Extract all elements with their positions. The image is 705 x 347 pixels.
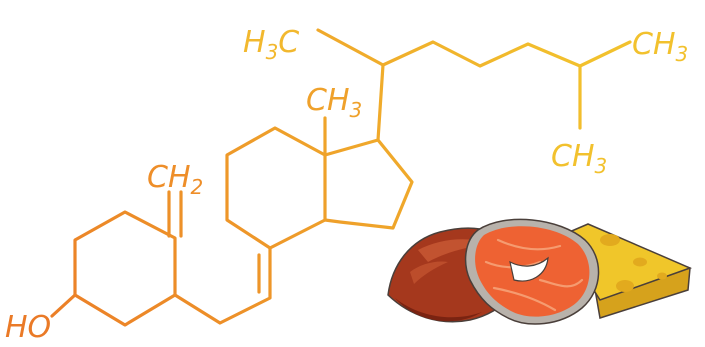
h3c-label: H3C: [243, 25, 299, 64]
salmon-steak-icon: [464, 218, 600, 325]
side-chain-bonds: [376, 40, 632, 142]
ch3-lower-label: CH3: [551, 139, 607, 178]
food-illustration: [387, 218, 693, 325]
triene-chain: [173, 246, 272, 325]
exocyclic-double-bond: [167, 190, 183, 238]
ring-c-bonds: [225, 126, 327, 250]
molecular-skeleton: [50, 28, 632, 327]
ch3-center-label: CH3: [306, 83, 362, 122]
ho-label: HO: [5, 310, 51, 345]
ch2-label: CH2: [147, 160, 203, 199]
h3c-branch-bond: [316, 28, 385, 67]
cheese-icon: [558, 223, 693, 319]
ring-d-bonds: [323, 138, 414, 230]
hydroxyl-bond: [50, 293, 77, 318]
ring-a-bonds: [73, 210, 177, 327]
ch3-right-label: CH3: [632, 27, 688, 66]
